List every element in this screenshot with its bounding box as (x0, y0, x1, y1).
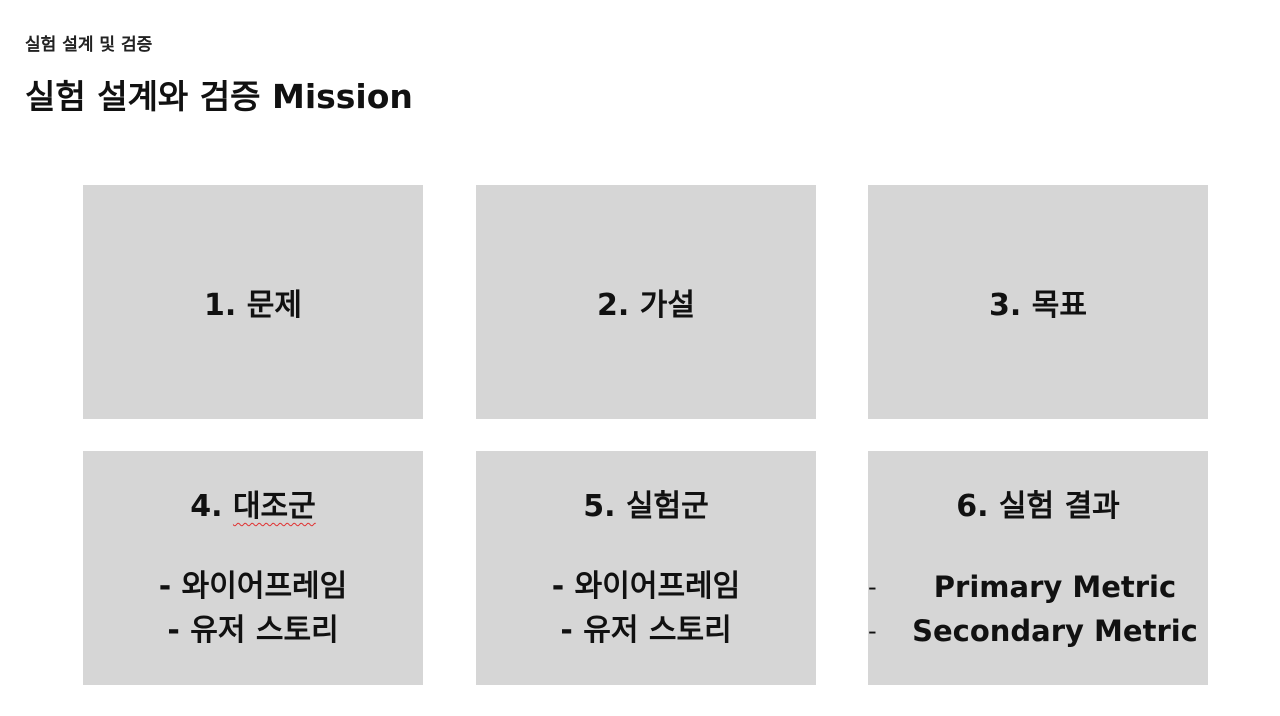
list-item: - 와이어프레임 (551, 569, 741, 604)
list-item-text: Primary Metric (933, 570, 1177, 604)
card-title: 4. 대조군 (83, 481, 423, 525)
card-control-group: 4. 대조군 - 와이어프레임 - 유저 스토리 (83, 451, 423, 685)
card-list: - 와이어프레임 - 유저 스토리 (83, 565, 423, 653)
card-title: 3. 목표 (989, 288, 1087, 323)
list-item: - 유저 스토리 (167, 613, 339, 648)
card-title: 6. 실험 결과 (956, 489, 1120, 524)
breadcrumb: 실험 설계 및 검증 (25, 35, 153, 55)
card-title: 5. 실험군 (583, 489, 709, 524)
list-bullet: - (868, 573, 877, 601)
list-item: - Secondary Metric (868, 609, 1208, 653)
card-title: 1. 문제 (204, 288, 302, 323)
list-item: - Primary Metric (868, 565, 1208, 609)
card-title-word: 대조군 (232, 489, 316, 524)
card-experiment-result: 6. 실험 결과 - Primary Metric - Secondary Me… (868, 451, 1208, 685)
page-title: 실험 설계와 검증 Mission (25, 77, 413, 116)
list-item-text: Secondary Metric (912, 614, 1198, 648)
card-problem: 1. 문제 (83, 185, 423, 419)
list-bullet: - (868, 617, 877, 645)
card-title: 2. 가설 (597, 288, 695, 323)
list-item: - 와이어프레임 (158, 569, 348, 604)
card-experiment-group: 5. 실험군 - 와이어프레임 - 유저 스토리 (476, 451, 816, 685)
card-hypothesis: 2. 가설 (476, 185, 816, 419)
card-list: - Primary Metric - Secondary Metric (868, 565, 1208, 653)
card-list: - 와이어프레임 - 유저 스토리 (476, 565, 816, 653)
card-title-number: 4. (190, 489, 233, 524)
list-item: - 유저 스토리 (560, 613, 732, 648)
card-goal: 3. 목표 (868, 185, 1208, 419)
